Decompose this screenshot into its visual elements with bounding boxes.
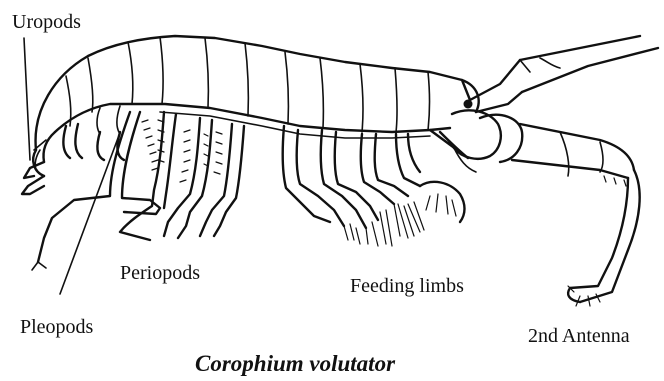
pleopods-drawing	[63, 124, 124, 160]
periopods-label: Periopods	[120, 263, 200, 283]
feeding-limbs-drawing	[283, 126, 465, 246]
second-antenna-drawing	[512, 124, 640, 306]
feeding-limbs-label: Feeding limbs	[350, 276, 464, 296]
body-segments	[66, 37, 430, 134]
pleopods-leader-line	[60, 138, 118, 294]
uropods-leader-line	[24, 38, 30, 160]
second-antenna-label: 2nd Antenna	[528, 326, 630, 346]
pleopods-label: Pleopods	[20, 317, 93, 337]
uropods-drawing	[22, 140, 46, 194]
leader-lines	[24, 38, 118, 294]
uropods-label: Uropods	[12, 12, 81, 32]
figure-caption: Corophium volutator	[195, 352, 395, 375]
